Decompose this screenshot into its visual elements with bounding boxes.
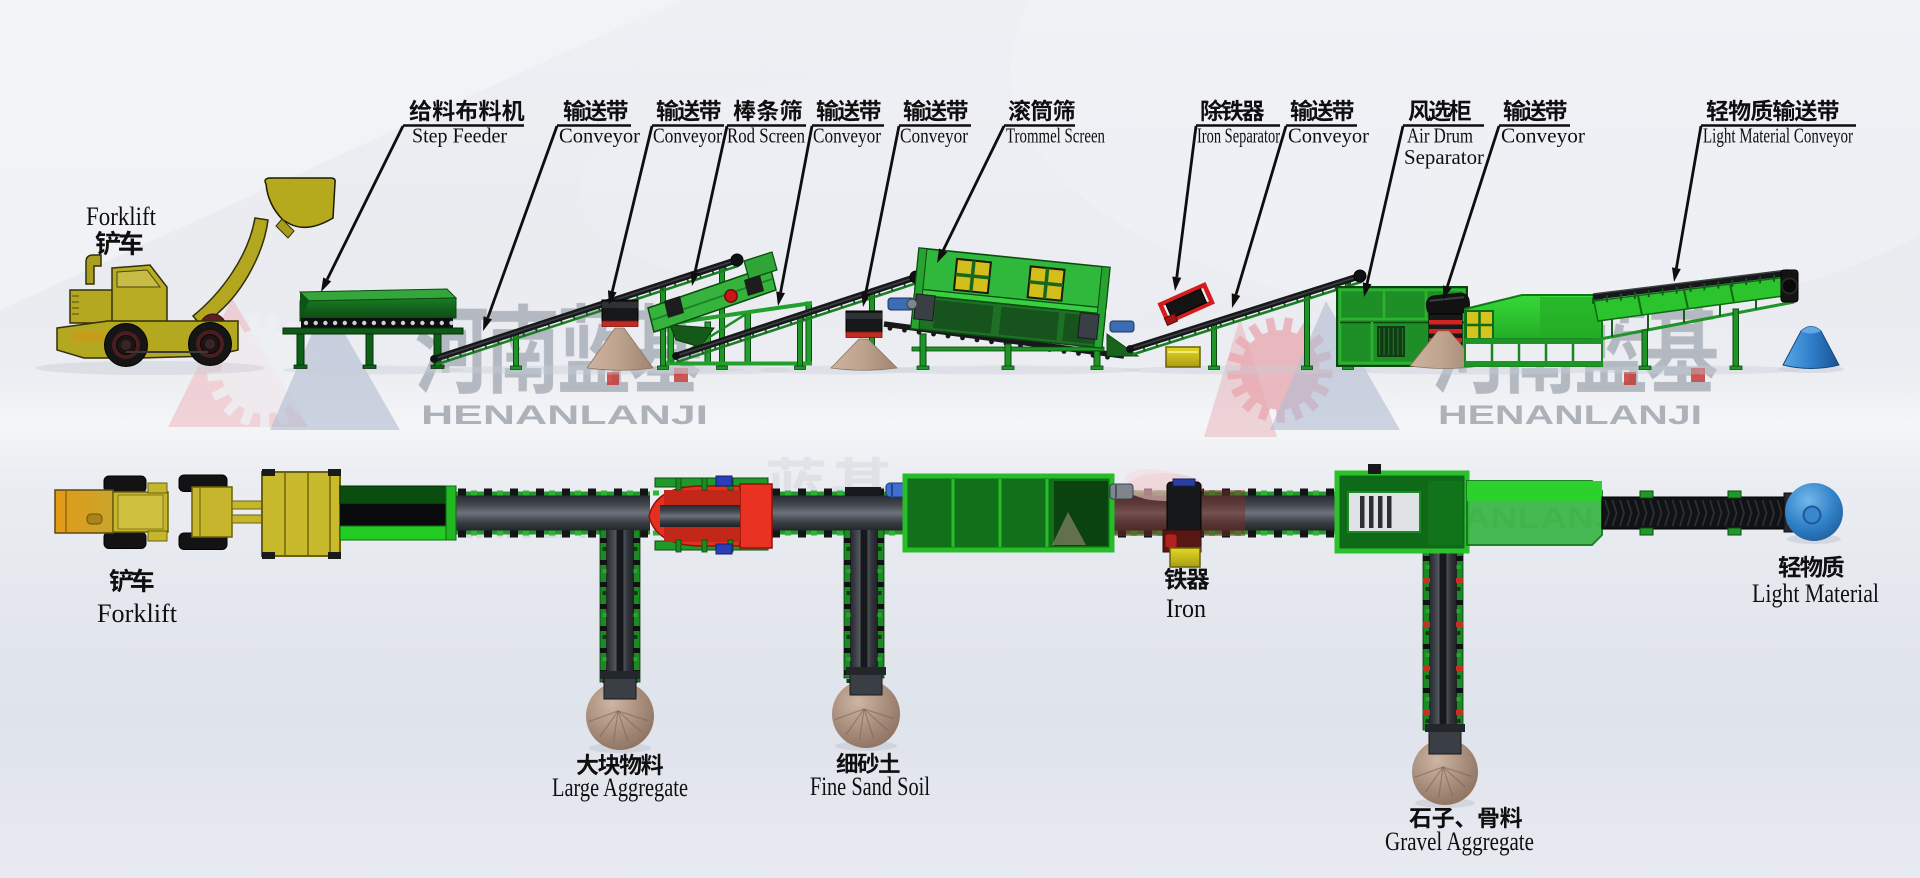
svg-text:Iron Separator: Iron Separator [1197, 124, 1280, 148]
svg-text:Rod Screen: Rod Screen [727, 124, 805, 148]
svg-text:Conveyor: Conveyor [1501, 124, 1585, 148]
svg-text:Light Material Conveyor: Light Material Conveyor [1703, 124, 1853, 148]
svg-text:Light Material: Light Material [1752, 579, 1879, 608]
svg-text:HENANLANJI: HENANLANJI [1438, 400, 1702, 430]
svg-text:Conveyor: Conveyor [900, 124, 968, 148]
svg-text:Iron: Iron [1166, 594, 1206, 623]
svg-text:Gravel Aggregate: Gravel Aggregate [1385, 827, 1534, 856]
svg-text:Conveyor: Conveyor [1288, 124, 1369, 148]
svg-text:Air Drum: Air Drum [1407, 124, 1473, 148]
svg-text:Large Aggregate: Large Aggregate [552, 773, 688, 802]
svg-text:Trommel Screen: Trommel Screen [1006, 124, 1105, 148]
svg-text:Step Feeder: Step Feeder [412, 124, 507, 148]
svg-text:Forklift: Forklift [86, 202, 157, 231]
svg-text:Forklift: Forklift [97, 599, 178, 628]
svg-text:HENANLANJI: HENANLANJI [421, 400, 708, 430]
svg-text:Conveyor: Conveyor [653, 124, 722, 148]
svg-text:Conveyor: Conveyor [559, 124, 640, 148]
svg-text:Separator: Separator [1404, 145, 1484, 169]
svg-text:Conveyor: Conveyor [813, 124, 881, 148]
svg-text:Fine Sand Soil: Fine Sand Soil [810, 772, 930, 801]
